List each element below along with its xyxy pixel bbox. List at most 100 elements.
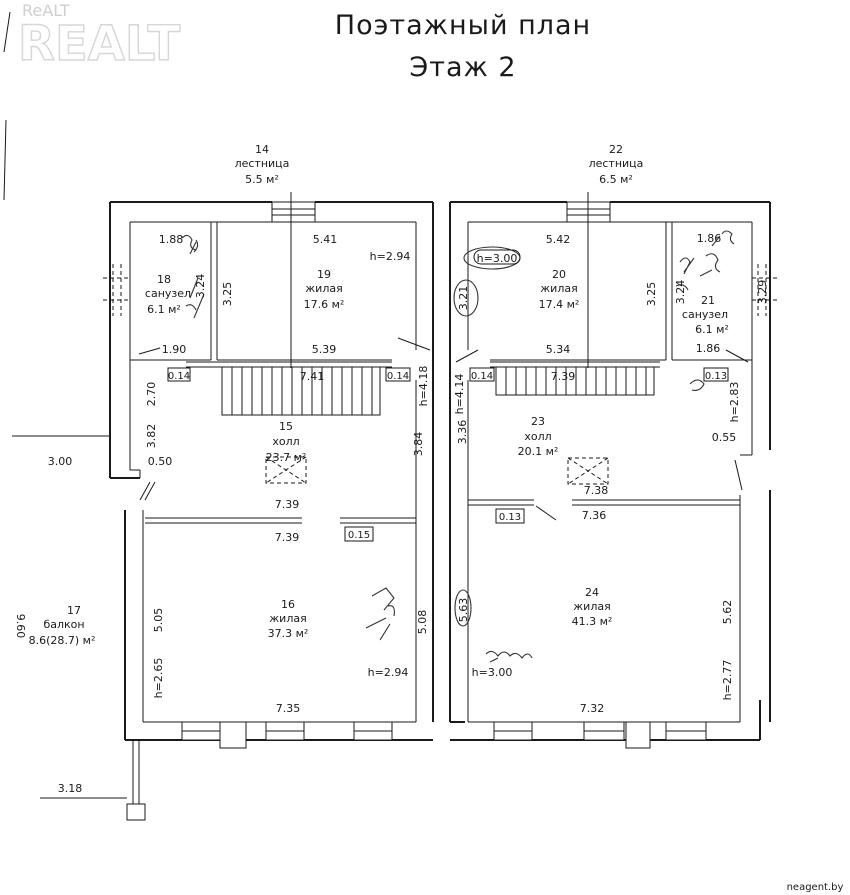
svg-text:3.21: 3.21 xyxy=(457,286,470,311)
svg-text:22: 22 xyxy=(609,143,623,156)
svg-text:7.39: 7.39 xyxy=(275,531,300,544)
handwritten-marks xyxy=(181,230,735,663)
balcony-lines xyxy=(12,435,146,821)
svg-text:0.15: 0.15 xyxy=(348,530,370,541)
room-18-label: 18 санузел 6.1 м² xyxy=(145,273,191,316)
svg-text:3.24: 3.24 xyxy=(674,280,687,305)
room-17-label: 17 балкон 8.6(28.7) м² xyxy=(29,604,96,647)
svg-text:h=3.00: h=3.00 xyxy=(472,666,513,679)
svg-text:h=2.94: h=2.94 xyxy=(368,666,409,679)
svg-text:3.82: 3.82 xyxy=(145,424,158,449)
svg-text:17: 17 xyxy=(67,604,81,617)
svg-text:23: 23 xyxy=(531,415,545,428)
svg-text:3.25: 3.25 xyxy=(221,282,234,307)
svg-text:1.88: 1.88 xyxy=(159,233,184,246)
svg-text:3.29: 3.29 xyxy=(756,280,769,305)
svg-text:жилая: жилая xyxy=(305,282,342,295)
svg-text:9.60: 9.60 xyxy=(14,614,27,639)
svg-text:24: 24 xyxy=(585,586,599,599)
svg-text:23.7 м²: 23.7 м² xyxy=(266,451,307,464)
svg-text:h=2.94: h=2.94 xyxy=(370,250,411,263)
svg-text:h=2.83: h=2.83 xyxy=(728,382,741,423)
svg-text:5.39: 5.39 xyxy=(312,343,337,356)
svg-text:5.42: 5.42 xyxy=(546,233,571,246)
room-20-label: 20 жилая 17.4 м² xyxy=(539,268,580,311)
svg-text:жилая: жилая xyxy=(269,612,306,625)
svg-text:санузел: санузел xyxy=(145,287,191,300)
svg-text:6.5 м²: 6.5 м² xyxy=(599,173,633,186)
room-19-label: 19 жилая 17.6 м² xyxy=(304,268,345,311)
plan-title: Поэтажный план xyxy=(335,10,591,41)
svg-text:21: 21 xyxy=(701,294,715,307)
svg-text:3.24: 3.24 xyxy=(194,274,207,299)
svg-text:5.08: 5.08 xyxy=(416,610,429,635)
svg-text:7.39: 7.39 xyxy=(551,370,576,383)
svg-text:7.41: 7.41 xyxy=(300,370,325,383)
plan-subtitle: Этаж 2 xyxy=(409,52,516,83)
svg-text:16: 16 xyxy=(281,598,295,611)
svg-text:холл: холл xyxy=(272,435,299,448)
svg-text:холл: холл xyxy=(524,430,551,443)
svg-text:5.34: 5.34 xyxy=(546,343,571,356)
room-23-label: 23 холл 20.1 м² xyxy=(518,415,559,458)
svg-text:2.70: 2.70 xyxy=(145,382,158,407)
svg-text:8.6(28.7) м²: 8.6(28.7) м² xyxy=(29,634,96,647)
svg-text:3.36: 3.36 xyxy=(456,420,469,445)
svg-text:h=4.18: h=4.18 xyxy=(417,366,430,407)
svg-text:5.63: 5.63 xyxy=(457,598,470,623)
svg-text:1.86: 1.86 xyxy=(696,342,721,355)
svg-text:0.14: 0.14 xyxy=(471,371,493,382)
svg-text:1.90: 1.90 xyxy=(162,343,187,356)
right-staircase xyxy=(490,192,660,485)
svg-text:6.1 м²: 6.1 м² xyxy=(695,323,729,336)
svg-text:h=4.14: h=4.14 xyxy=(453,374,466,415)
svg-text:6.1 м²: 6.1 м² xyxy=(147,303,181,316)
svg-text:7.35: 7.35 xyxy=(276,702,301,715)
svg-text:балкон: балкон xyxy=(43,618,84,631)
watermark-realt: REALT xyxy=(18,16,181,72)
svg-text:5.05: 5.05 xyxy=(152,608,165,633)
svg-text:7.38: 7.38 xyxy=(584,484,609,497)
scan-edge-mark xyxy=(3,11,11,201)
svg-text:5.62: 5.62 xyxy=(721,600,734,625)
svg-text:3.25: 3.25 xyxy=(645,282,658,307)
svg-text:1.86: 1.86 xyxy=(697,232,722,245)
svg-text:0.14: 0.14 xyxy=(168,371,190,382)
svg-text:19: 19 xyxy=(317,268,331,281)
svg-text:5.41: 5.41 xyxy=(313,233,338,246)
left-staircase xyxy=(186,192,392,484)
svg-text:17.4 м²: 17.4 м² xyxy=(539,298,580,311)
room-15-label: 15 холл 23.7 м² xyxy=(266,420,307,464)
dimension-labels: 5.41 h=2.94 1.88 3.24 3.25 1.90 5.39 0.1… xyxy=(14,232,769,795)
svg-text:0.13: 0.13 xyxy=(499,512,521,523)
svg-text:7.32: 7.32 xyxy=(580,702,605,715)
svg-text:15: 15 xyxy=(279,420,293,433)
svg-text:лестница: лестница xyxy=(235,157,290,170)
svg-text:0.13: 0.13 xyxy=(705,371,727,382)
svg-text:h=2.65: h=2.65 xyxy=(152,658,165,699)
room-24-label: 24 жилая 41.3 м² xyxy=(572,586,613,628)
watermark-small: ReALT xyxy=(22,1,70,20)
svg-text:20: 20 xyxy=(552,268,566,281)
site-label-bg xyxy=(782,876,850,895)
svg-text:3.18: 3.18 xyxy=(58,782,83,795)
svg-text:h=3.00: h=3.00 xyxy=(477,252,518,265)
svg-text:0.55: 0.55 xyxy=(712,431,737,444)
svg-text:жилая: жилая xyxy=(540,282,577,295)
svg-text:3.84: 3.84 xyxy=(412,432,425,457)
room-22-label: 22 лестница 6.5 м² xyxy=(589,143,644,186)
svg-text:7.39: 7.39 xyxy=(275,498,300,511)
site-label: neagent.by xyxy=(787,882,844,893)
svg-text:жилая: жилая xyxy=(573,600,610,613)
svg-text:0.50: 0.50 xyxy=(148,455,173,468)
svg-text:3.00: 3.00 xyxy=(48,455,73,468)
svg-text:17.6 м²: 17.6 м² xyxy=(304,298,345,311)
svg-text:лестница: лестница xyxy=(589,157,644,170)
room-16-label: 16 жилая 37.3 м² xyxy=(268,598,309,640)
svg-text:18: 18 xyxy=(157,273,171,286)
svg-text:14: 14 xyxy=(255,143,269,156)
left-unit-walls xyxy=(103,201,434,749)
svg-text:5.5 м²: 5.5 м² xyxy=(245,173,279,186)
svg-text:санузел: санузел xyxy=(682,308,728,321)
